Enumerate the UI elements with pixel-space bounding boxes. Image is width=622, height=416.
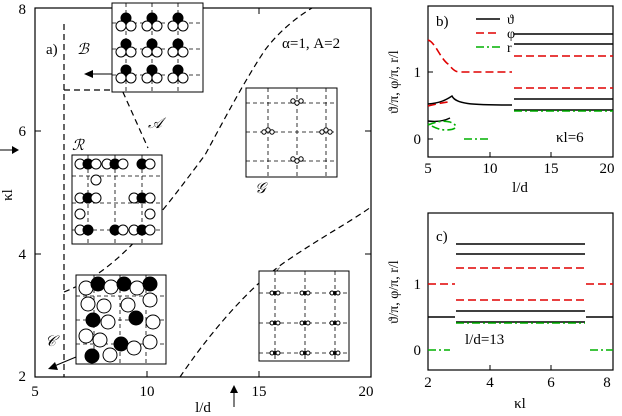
series-phi-left xyxy=(427,39,512,73)
panel-c-ytick: 0 xyxy=(414,343,422,359)
series-theta-left xyxy=(427,94,513,106)
legend-r-label: r xyxy=(507,41,512,56)
panel-b-ylabel: ϑ/π, φ/π, r/l xyxy=(387,50,402,113)
region-r-label: ℛ xyxy=(72,138,85,154)
panel-b-ytick: 1 xyxy=(414,65,422,81)
region-b-label: ℬ xyxy=(77,42,90,58)
inset-b xyxy=(111,2,204,93)
panel-b: 5 10 15 20 l/d 0 1 ϑ/π, φ/π, r/l b) κl=6… xyxy=(387,5,615,196)
panel-b-annotation: κl=6 xyxy=(556,130,584,146)
inset-a-lower xyxy=(258,270,350,362)
panel-c-ylabel: ϑ/π, φ/π, r/l xyxy=(387,260,402,323)
panel-a-ytick: 8 xyxy=(19,2,27,18)
panel-c-xtick: 8 xyxy=(603,375,611,391)
legend-theta-label: ϑ xyxy=(507,13,514,28)
panel-a-xlabel: l/d xyxy=(195,400,211,416)
panel-a: 5 10 15 20 l/d 2 4 6 8 κl a) α=1, A=2 ℬ … xyxy=(0,2,374,416)
panel-a-ytick: 4 xyxy=(19,247,27,263)
inset-r xyxy=(71,154,163,245)
panel-c-xlabel: κl xyxy=(514,396,526,412)
panel-a-ylabel: κl xyxy=(0,189,16,201)
panel-b-frame xyxy=(427,5,614,158)
panel-c-frame xyxy=(427,212,614,371)
region-a-upper-label: 𝒜 xyxy=(148,116,167,132)
panel-b-xtick: 5 xyxy=(424,161,432,177)
inset-c xyxy=(75,274,167,365)
legend-phi-label: φ xyxy=(507,27,515,42)
panel-b-ytick: 0 xyxy=(414,132,422,148)
panel-b-xtick: 10 xyxy=(483,161,498,177)
region-g-label: 𝒢 xyxy=(255,181,268,197)
panel-c-label: c) xyxy=(436,229,448,245)
series-phi-left-low xyxy=(427,101,449,107)
panel-c-xtick: 4 xyxy=(486,375,494,391)
panel-a-xtick: 15 xyxy=(252,384,267,400)
panel-a-ytick: 6 xyxy=(19,124,27,140)
panel-a-ytick: 2 xyxy=(19,369,27,385)
region-c-label: 𝒞 xyxy=(45,334,60,350)
series-r-left xyxy=(427,120,457,131)
panel-a-xtick: 10 xyxy=(140,384,155,400)
panel-a-params: α=1, A=2 xyxy=(282,36,340,52)
panel-b-xtick: 20 xyxy=(600,161,615,177)
panel-a-xtick: 20 xyxy=(359,384,374,400)
panel-c-annotation: l/d=13 xyxy=(465,332,504,348)
panel-b-label: b) xyxy=(436,14,449,30)
boundary-lower xyxy=(179,206,372,378)
panel-c-xtick: 2 xyxy=(424,375,432,391)
arrow-b-head xyxy=(84,70,93,78)
panel-b-xtick: 15 xyxy=(544,161,559,177)
arrow-c-head xyxy=(48,362,58,370)
panel-c-ytick: 1 xyxy=(414,277,422,293)
panel-c-xtick: 6 xyxy=(547,375,555,391)
panel-a-xtick: 5 xyxy=(31,384,39,400)
boundary-a-g xyxy=(63,7,313,293)
panel-c: 2 4 6 8 κl 0 1 ϑ/π, φ/π, r/l c) l/d=13 xyxy=(387,212,614,412)
boundary-b-a xyxy=(64,89,149,149)
inset-g xyxy=(245,87,338,178)
panel-b-xlabel: l/d xyxy=(512,180,528,196)
panel-a-label: a) xyxy=(46,42,58,58)
